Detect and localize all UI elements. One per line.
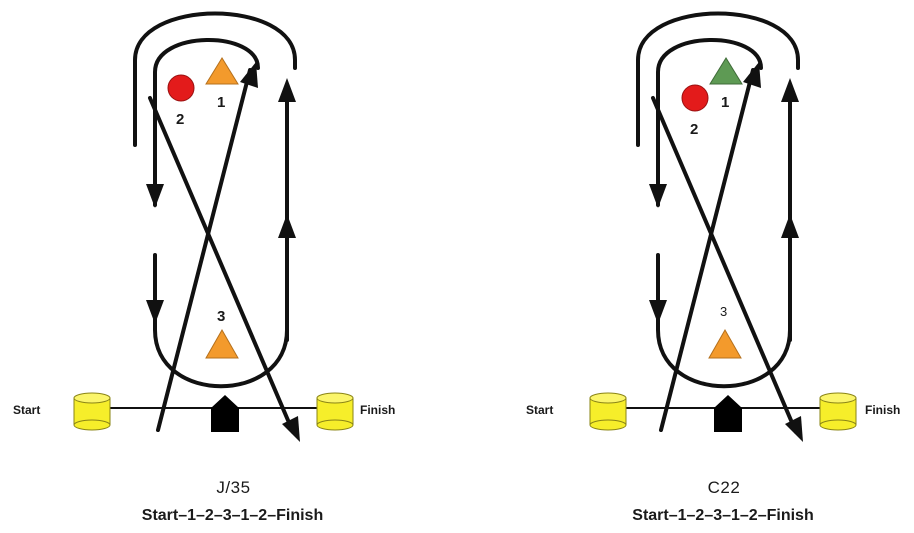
arrow-up-icon	[278, 78, 296, 102]
marker-1-label: 1	[217, 94, 226, 111]
inner-loop-path	[153, 38, 260, 207]
arrow-downright-icon	[282, 416, 300, 442]
arrow-upright-icon	[240, 62, 258, 88]
gate-icon	[211, 395, 239, 432]
outer-loop-path	[636, 11, 800, 147]
outer-loop-path	[133, 11, 297, 147]
marker-3-label: 3	[720, 304, 728, 319]
finish-cylinder-icon	[316, 392, 354, 431]
marker-3-label: 3	[217, 308, 226, 325]
arrow-down-icon	[146, 184, 164, 208]
arrow-down-icon	[649, 184, 667, 208]
arrow-downright-icon	[785, 416, 803, 442]
inner-loop-path	[656, 38, 763, 207]
marker-1-label: 1	[721, 94, 730, 111]
course-sequence: Start–1–2–3–1–2–Finish	[141, 507, 324, 524]
marker-3-triangle-icon	[205, 328, 239, 359]
marker-2-label: 2	[690, 121, 699, 138]
marker-2-circle-icon	[681, 84, 709, 112]
gate-icon	[714, 395, 742, 432]
start-label: Start	[13, 403, 41, 417]
marker-1-triangle-icon	[709, 57, 743, 85]
diagonal-finish-leg	[148, 96, 295, 434]
course-code: J/35	[216, 478, 251, 497]
diagonal-start-leg	[156, 68, 252, 432]
arrow-up-icon	[781, 214, 799, 238]
finish-label: Finish	[360, 403, 396, 417]
course-map	[73, 11, 354, 442]
arrow-down-icon	[146, 300, 164, 324]
diagram-left: 1 2 3 Start Finish J/35 Start–1–2–3–1–2–…	[13, 11, 396, 524]
marker-2-label: 2	[176, 111, 185, 128]
marker-1-triangle-icon	[205, 57, 239, 85]
arrow-upright-icon	[743, 62, 761, 88]
start-cylinder-icon	[589, 392, 627, 431]
finish-cylinder-icon	[819, 392, 857, 431]
start-label: Start	[526, 403, 554, 417]
arrow-up-icon	[781, 78, 799, 102]
arrow-down-icon	[649, 300, 667, 324]
bottom-loop-path	[153, 253, 289, 389]
bottom-loop-path	[656, 253, 792, 389]
arrow-up-icon	[278, 214, 296, 238]
diagram-right: 1 2 3 Start Finish C22 Start–1–2–3–1–2–F…	[514, 0, 914, 533]
course-map	[589, 11, 857, 442]
course-code: C22	[707, 478, 741, 497]
marker-3-triangle-icon	[708, 328, 742, 359]
diagonal-start-leg	[659, 68, 755, 432]
diagonal-finish-leg	[651, 96, 798, 434]
start-cylinder-icon	[73, 392, 111, 431]
marker-2-circle-icon	[167, 74, 195, 102]
course-sequence: Start–1–2–3–1–2–Finish	[632, 507, 814, 524]
finish-label: Finish	[865, 403, 901, 417]
